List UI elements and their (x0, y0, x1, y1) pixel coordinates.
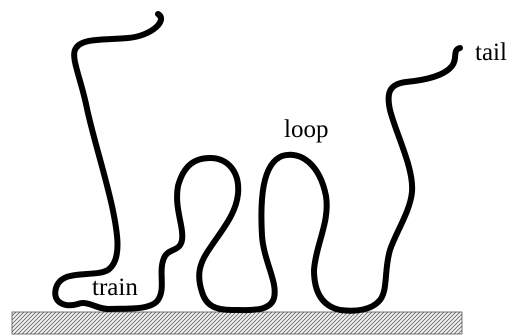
tail-label: tail (475, 39, 507, 66)
train-label: train (92, 274, 138, 301)
polymer-chain (55, 14, 460, 311)
loop-label: loop (284, 116, 328, 143)
adsorbing-surface (12, 312, 462, 334)
